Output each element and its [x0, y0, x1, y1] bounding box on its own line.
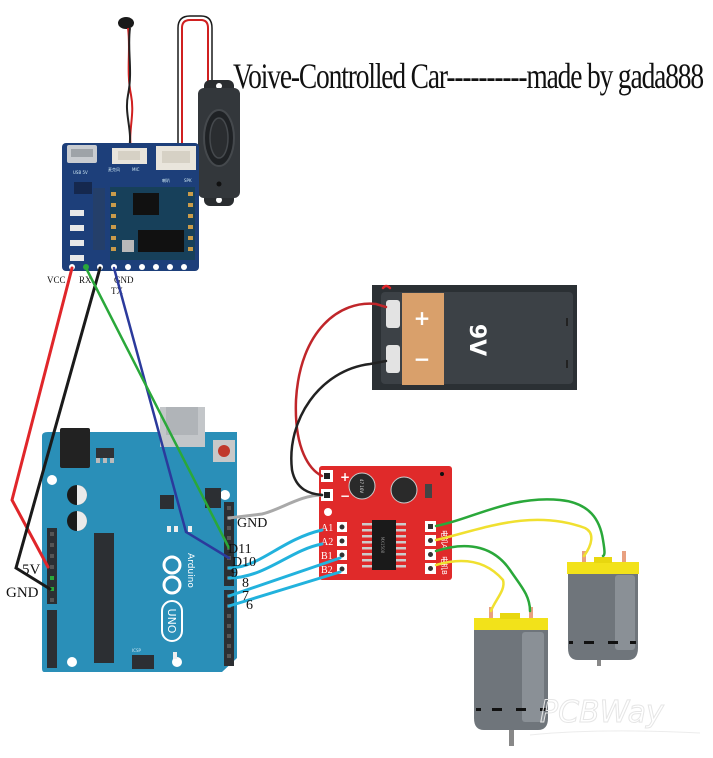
motor-driver-board: + − 47 16V MX1508 A1 A2 B1 B2 [319, 466, 452, 580]
usb-silk-label: USB 5V [73, 170, 88, 175]
label-pin-8: 8 [242, 576, 249, 591]
chip-label: MX1508 [380, 537, 385, 554]
mic-silk-label: MIC [132, 167, 140, 172]
driver-output-motor-a: 电机A [440, 530, 449, 549]
label-pin-7: 7 [242, 589, 249, 604]
wire-pin7-b1 [227, 556, 342, 598]
digital-header-high [224, 502, 234, 586]
label-gnd-left: GND [6, 585, 39, 601]
driver-input-b1: B1 [321, 551, 333, 562]
wire-vcc-5v [10, 266, 74, 569]
wire-gnd [14, 266, 102, 591]
driver-plus-label: + [340, 470, 350, 484]
battery-voltage-label: 9V [464, 324, 489, 356]
wire-motor-b-green [434, 544, 532, 613]
microphone [118, 17, 134, 151]
pin-label-vcc: VCC [47, 275, 66, 285]
speaker [177, 15, 240, 206]
driver-minus-label: − [340, 489, 350, 503]
diagram-title: Voive-Controlled Car----------made by ga… [233, 56, 703, 96]
label-pin-9: 9 [231, 566, 238, 581]
arduino-model-label: UNO [165, 609, 178, 634]
wire-motor-a-yellow [434, 518, 593, 558]
driver-input-b2: B2 [321, 565, 333, 576]
driver-input-a2: A2 [321, 537, 333, 548]
wire-battery-plus [294, 302, 388, 478]
icsp-silk-label: ICSP [132, 648, 142, 653]
wire-motor-b-yellow [434, 559, 505, 613]
dc-motor-right [567, 551, 639, 666]
driver-output-motor-b: 电机B [440, 556, 449, 575]
label-pin-6: 6 [246, 598, 253, 613]
label-gnd-right: GND [237, 516, 267, 531]
wires [10, 266, 606, 613]
battery-plus-label: + [414, 306, 431, 330]
battery-minus-label: − [414, 347, 431, 371]
wire-pin8-a2 [227, 542, 324, 580]
wire-tx-d10 [112, 266, 231, 560]
wire-pin6-b2 [227, 570, 342, 608]
battery-9v: + − 9V [372, 285, 577, 390]
mic-cn-silk-label: 麦克风 [108, 166, 120, 172]
arduino-uno-board: ICSP Arduino UNO [42, 407, 237, 672]
wire-rx-d11 [84, 266, 231, 550]
wire-driver-gnd [227, 493, 324, 520]
pin-label-rx: RX [79, 275, 92, 285]
wire-motor-a-green [434, 498, 606, 558]
pin-label-gnd: GND [114, 275, 134, 285]
driver-chip [372, 520, 396, 570]
voice-recognition-module: USB 5V MIC 麦克风 SPK 喇叭 [62, 143, 199, 271]
spk-silk-label: SPK [184, 178, 192, 183]
wire-pin9-a1 [227, 528, 324, 570]
label-d11: D11 [228, 542, 252, 557]
label-d10: D10 [232, 555, 256, 570]
pin-label-tx: TX [111, 286, 123, 296]
driver-input-a1: A1 [321, 523, 333, 534]
capacitor-label: 47 16V [359, 479, 364, 493]
spk-cn-silk-label: 喇叭 [162, 177, 170, 183]
arduino-brand-label: Arduino [185, 553, 195, 588]
analog-header [47, 610, 57, 668]
arduino-logo: Arduino UNO [161, 553, 195, 642]
label-5v: 5V [22, 562, 41, 578]
wire-battery-minus [290, 359, 388, 497]
watermark: PCBWay [540, 695, 665, 730]
dc-motor-left [474, 607, 548, 746]
